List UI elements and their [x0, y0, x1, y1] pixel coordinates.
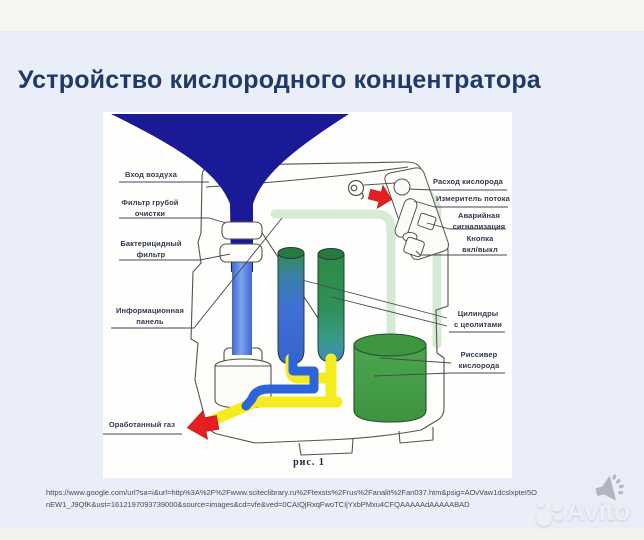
label-zeolite-line2: с цеолитами	[454, 319, 502, 329]
label-receiver-line2: кислорода	[458, 360, 500, 370]
label-receiver-line1: Риссивер	[460, 350, 498, 359]
avito-logo-dots	[536, 500, 563, 526]
label-coarse-filter-line1: Фильтр грубой	[121, 198, 179, 207]
bactericidal-filter-ring	[219, 243, 263, 263]
label-zeolite-line1: Цилиндры	[457, 309, 499, 318]
label-oxygen-flow-text: Расход кислорода	[433, 177, 503, 186]
zeolite-cylinders	[277, 247, 345, 365]
label-bactericidal-line2: фильтр	[136, 249, 166, 259]
label-zeolite-cylinders: Цилиндры с цеолитами	[448, 309, 508, 331]
concentrator-diagram-svg	[103, 114, 508, 456]
coarse-filter-ring	[221, 221, 263, 240]
blue-pipes	[241, 351, 319, 411]
source-url-line1: https://www.google.com/url?sa=i&url=http…	[46, 488, 537, 497]
label-info-panel-line1: Информационная	[116, 306, 184, 315]
label-bactericidal-filter: Бактерицидный фильтр	[116, 239, 186, 261]
control-panel	[384, 167, 449, 260]
label-oxygen-receiver: Риссивер кислорода	[451, 350, 507, 372]
oxygen-concentrator-figure: Вход воздуха Фильтр грубой очистки Бакте…	[103, 112, 512, 478]
top-strip	[0, 0, 644, 32]
label-coarse-filter: Фильтр грубой очистки	[116, 198, 184, 220]
label-power-button: Кнопка вкл/выкл	[455, 234, 505, 256]
avito-watermark-text: Avito	[566, 496, 631, 526]
knob-link-line	[363, 182, 396, 186]
label-alarm-line2: сигнализация	[452, 221, 506, 231]
label-air-inlet: Вход воздуха	[119, 170, 183, 181]
label-power-line2: вкл/выкл	[462, 244, 498, 254]
label-bactericidal-line1: Бактерицидный	[120, 239, 182, 248]
label-coarse-filter-line2: очистки	[134, 208, 166, 218]
source-url: https://www.google.com/url?sa=i&url=http…	[46, 487, 591, 510]
speaker-icon	[595, 474, 624, 501]
oxygen-receiver	[353, 333, 427, 423]
label-oxygen-flow: Расход кислорода	[433, 177, 511, 188]
label-flow-meter-text: Измеритель потока	[436, 194, 510, 203]
label-spent-gas-text: Оработанный газ	[108, 420, 176, 429]
label-power-line1: Кнопка	[466, 234, 494, 243]
label-alarm-line1: Аварийная	[458, 211, 500, 220]
page-title: Устройство кислородного концентратора	[18, 66, 541, 94]
air-funnel	[111, 114, 349, 272]
filter-rings	[219, 221, 263, 263]
oxygen-flow-knob	[393, 178, 411, 196]
leader-lines	[103, 181, 508, 435]
label-info-panel-line2: панель	[136, 316, 164, 326]
label-flow-meter: Измеритель потока	[436, 194, 514, 205]
label-alarm: Аварийная сигнализация	[449, 211, 509, 233]
inlet-flow-arrow	[367, 184, 393, 209]
fan-symbol	[347, 179, 365, 200]
avito-watermark: Avito	[534, 494, 642, 532]
bottom-strip	[0, 529, 644, 540]
label-spent-gas: Оработанный газ	[101, 420, 183, 431]
label-air-inlet-text: Вход воздуха	[124, 170, 177, 179]
intake-tube	[232, 260, 252, 355]
figure-caption: рис. 1	[293, 457, 325, 468]
alarm-indicator	[417, 212, 437, 231]
label-info-panel: Информационная панель	[108, 306, 192, 328]
power-button	[403, 236, 425, 258]
flow-meter-slot	[394, 198, 418, 238]
exhaust-arrow	[186, 410, 220, 440]
source-url-line2: nEW1_J9QfK&ust=1612197093739000&source=i…	[46, 499, 470, 509]
